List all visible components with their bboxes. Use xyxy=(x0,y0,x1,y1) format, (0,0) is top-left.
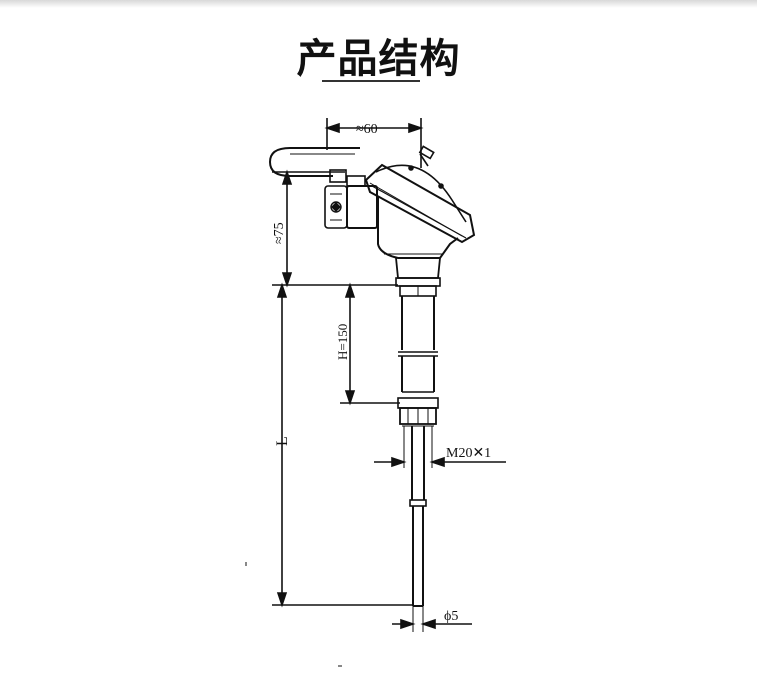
label-height: ≈75 xyxy=(272,222,287,244)
junction-head xyxy=(364,145,476,259)
protective-tube xyxy=(398,296,438,393)
dim-width-60 xyxy=(324,118,424,168)
dim-thread xyxy=(374,426,506,468)
label-thread: M20✕1 xyxy=(446,446,491,461)
dim-height-75 xyxy=(272,169,345,288)
sheath-probe xyxy=(409,426,427,607)
top-shadow-bar xyxy=(0,0,757,8)
label-diameter: ϕ5 xyxy=(444,609,458,624)
label-h: H=150 xyxy=(335,324,350,360)
cable-gland xyxy=(268,147,378,229)
thread-fitting xyxy=(397,397,439,427)
dim-h-150 xyxy=(272,282,400,406)
neck-fitting xyxy=(395,257,441,297)
dim-l xyxy=(272,282,412,608)
label-l: L xyxy=(274,436,291,446)
label-width: ≈60 xyxy=(356,122,378,137)
dim-diameter xyxy=(392,606,472,632)
page-title: 产品结构 xyxy=(296,36,461,82)
title-underline xyxy=(322,80,420,82)
